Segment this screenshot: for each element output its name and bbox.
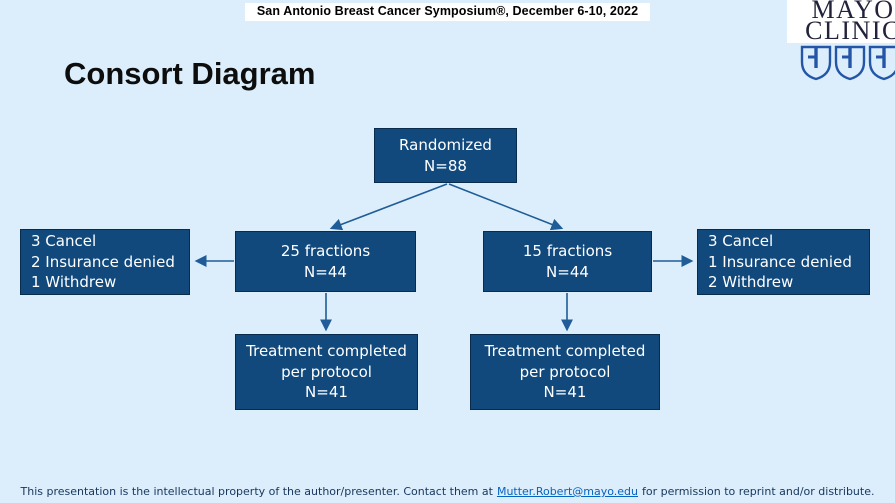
dropout-left-line: 2 Insurance denied xyxy=(31,252,175,271)
completed-left-line1: Treatment completed xyxy=(246,341,407,360)
completed-right-n: N=41 xyxy=(543,383,587,402)
mayo-shields-icon xyxy=(787,44,895,90)
page-title: Consort Diagram xyxy=(64,56,316,91)
randomized-box: Randomized N=88 xyxy=(374,128,517,183)
mayo-wordmark-line2: CLINIC xyxy=(805,16,895,46)
randomized-label: Randomized xyxy=(399,135,492,154)
randomized-n: N=88 xyxy=(424,156,467,175)
dropout-right-line: 2 Withdrew xyxy=(708,273,794,292)
dropout-left-line: 1 Withdrew xyxy=(31,273,117,292)
mayo-clinic-logo: MAYO CLINIC xyxy=(787,0,895,90)
footer-text-prefix: This presentation is the intellectual pr… xyxy=(20,485,493,498)
completed-right-line1: Treatment completed xyxy=(484,341,646,360)
dropout-right-line: 1 Insurance denied xyxy=(708,252,852,271)
arm-15-n: N=44 xyxy=(546,262,589,281)
mayo-wordmark: MAYO CLINIC xyxy=(787,0,895,46)
dropout-left-line: 3 Cancel xyxy=(31,231,97,250)
dropout-right-box: 3 Cancel 1 Insurance denied 2 Withdrew xyxy=(697,229,870,295)
contact-email-link[interactable]: Mutter.Robert@mayo.edu xyxy=(496,485,639,498)
completed-right-line2: per protocol xyxy=(519,362,611,381)
arm-15-fractions-box: 15 fractions N=44 xyxy=(483,231,652,292)
dropout-left-box: 3 Cancel 2 Insurance denied 1 Withdrew xyxy=(20,229,190,295)
footer-text-suffix: for permission to reprint and/or distrib… xyxy=(642,485,875,498)
symposium-banner: San Antonio Breast Cancer Symposium®, De… xyxy=(0,0,895,21)
completed-right-box: Treatment completed per protocol N=41 xyxy=(470,334,660,410)
arm-25-n: N=44 xyxy=(304,262,347,281)
arm-15-label: 15 fractions xyxy=(522,241,613,260)
footer-disclaimer: This presentation is the intellectual pr… xyxy=(0,485,895,498)
completed-left-n: N=41 xyxy=(305,383,348,402)
mayo-wordmark-line1: MAYO xyxy=(811,0,895,24)
dropout-right-line: 3 Cancel xyxy=(708,231,774,250)
arm-25-label: 25 fractions xyxy=(280,241,371,260)
symposium-title: San Antonio Breast Cancer Symposium®, De… xyxy=(244,3,651,21)
completed-left-box: Treatment completed per protocol N=41 xyxy=(235,334,418,410)
completed-left-line2: per protocol xyxy=(281,362,372,381)
arm-25-fractions-box: 25 fractions N=44 xyxy=(235,231,416,292)
